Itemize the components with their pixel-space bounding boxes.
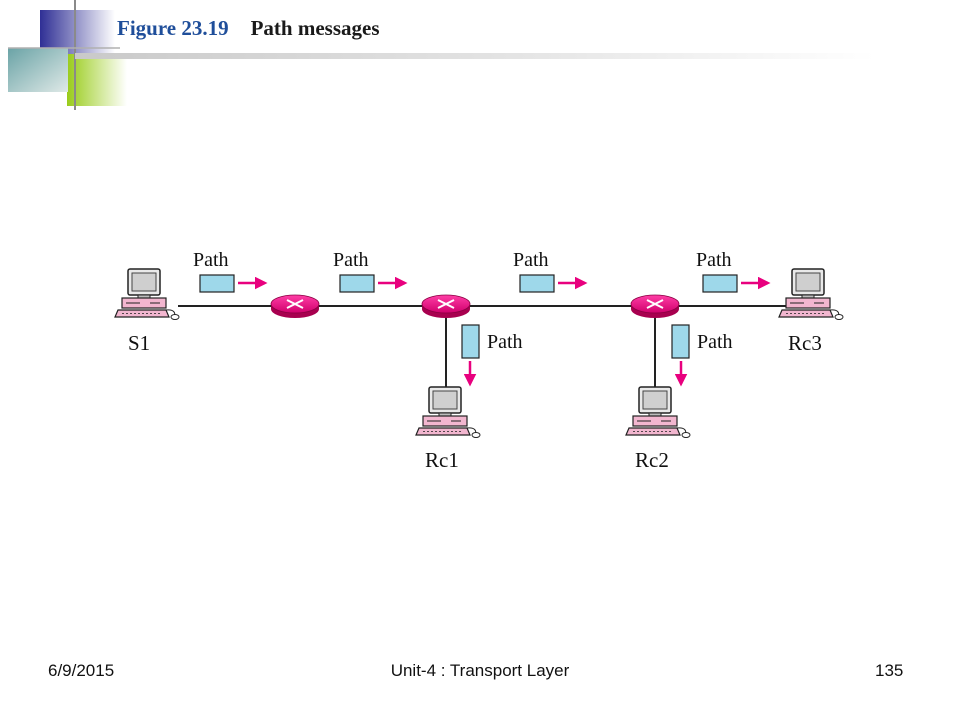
footer-page-number: 135 [875, 661, 904, 680]
path-message-3: Path [513, 249, 588, 293]
host-label-rc1: Rc1 [425, 448, 459, 472]
host-label-rc2: Rc2 [635, 448, 669, 472]
host-rc3 [778, 268, 844, 321]
path-message-6: Path [671, 324, 733, 387]
corner-decoration [8, 0, 127, 110]
title-rule [75, 53, 875, 59]
path-message-label: Path [697, 331, 733, 353]
figure-title: Path messages [250, 16, 380, 40]
footer-course: Unit-4 : Transport Layer [390, 661, 570, 680]
path-message-label: Path [193, 249, 229, 271]
packet-icon [461, 324, 480, 359]
host-label-rc3: Rc3 [788, 331, 822, 355]
path-message-label: Path [333, 249, 369, 271]
packet-icon [671, 324, 690, 359]
figure-label: Figure 23.19 [117, 16, 229, 40]
host-label-s1: S1 [128, 331, 150, 355]
host-rc1 [415, 386, 481, 439]
path-message-label: Path [696, 249, 732, 271]
corner-blue-block [40, 10, 115, 54]
path-message-2: Path [333, 249, 408, 293]
host-s1 [114, 268, 180, 321]
host-rc2 [625, 386, 691, 439]
packet-icon [702, 274, 738, 293]
path-message-5: Path [461, 324, 523, 387]
packet-icon [339, 274, 375, 293]
corner-green-block [67, 54, 127, 106]
footer-date: 6/9/2015 [48, 661, 115, 680]
router-2 [421, 294, 471, 319]
path-message-label: Path [513, 249, 549, 271]
path-message-label: Path [487, 331, 523, 353]
router-3 [630, 294, 680, 319]
corner-teal-block [8, 48, 68, 92]
slide-title: Figure 23.19 Path messages [117, 16, 380, 41]
router-1 [270, 294, 320, 319]
packet-icon [519, 274, 555, 293]
packet-icon [199, 274, 235, 293]
path-message-4: Path [696, 249, 771, 293]
path-message-1: Path [193, 249, 268, 293]
